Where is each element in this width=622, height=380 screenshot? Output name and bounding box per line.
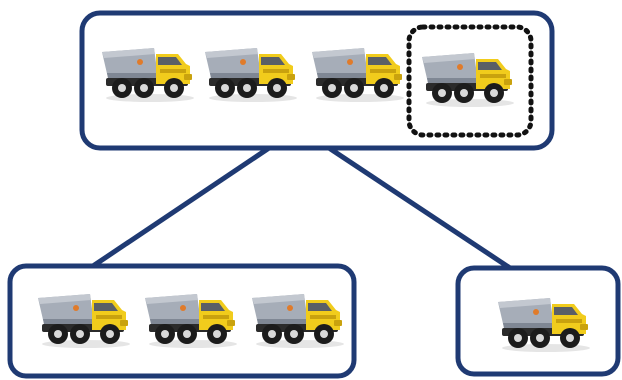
connector-line-right — [324, 143, 512, 271]
highlight-dotted-frame — [406, 24, 534, 138]
connector-line-left — [88, 143, 274, 271]
left-part-trucks — [38, 294, 344, 348]
